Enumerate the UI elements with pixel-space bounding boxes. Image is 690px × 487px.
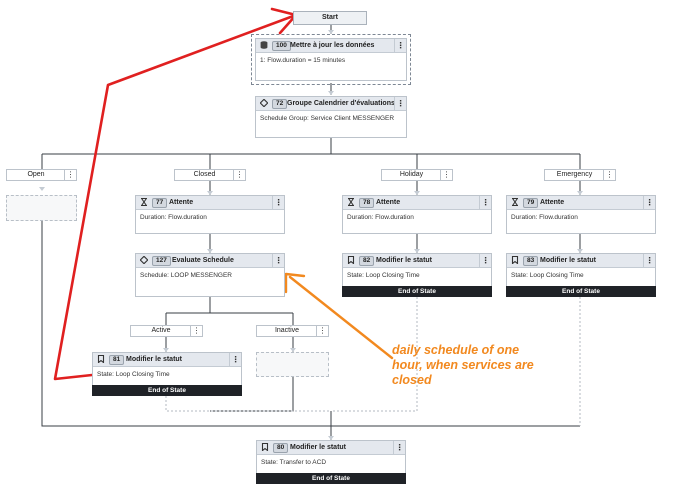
node-title: Attente xyxy=(376,199,401,206)
node-menu-button[interactable]: ⋮ xyxy=(479,196,491,209)
database-icon xyxy=(260,41,268,49)
orange-annotation-arrow xyxy=(284,272,394,360)
hourglass-icon xyxy=(141,198,147,206)
branch-open[interactable]: Open ⋮ xyxy=(6,169,77,181)
node-number-badge: 72 xyxy=(272,99,288,109)
annotation-line: hour, when services are xyxy=(392,358,534,372)
end-of-state-bar: End of State xyxy=(256,473,406,484)
branch-menu-button[interactable]: ⋮ xyxy=(316,326,328,336)
node-title: Modifier le statut xyxy=(540,257,597,264)
end-of-state-bar: End of State xyxy=(342,286,492,297)
node-body: Schedule: LOOP MESSENGER xyxy=(140,272,233,279)
start-node[interactable]: Start xyxy=(293,11,367,25)
node-body: Duration: Flow.duration xyxy=(140,214,207,221)
node-title: Attente xyxy=(540,199,565,206)
node-title: Groupe Calendrier d'évaluations xyxy=(287,100,395,107)
node-menu-button[interactable]: ⋮ xyxy=(272,254,284,267)
branch-active[interactable]: Active ⋮ xyxy=(130,325,203,337)
node-title: Modifier le statut xyxy=(126,356,183,363)
branch-label: Open xyxy=(27,171,45,178)
node-number-badge: 80 xyxy=(273,443,289,453)
end-of-state-bar: End of State xyxy=(506,286,656,297)
node-number-badge: 83 xyxy=(523,256,539,266)
node-body: State: Loop Closing Time xyxy=(347,272,420,279)
branch-menu-button[interactable]: ⋮ xyxy=(440,170,452,180)
diamond-icon xyxy=(140,256,148,264)
node-number-badge: 77 xyxy=(152,198,168,208)
node-number-badge: 81 xyxy=(109,355,125,365)
status-final-node[interactable]: 80 Modifier le statut ⋮ State: Transfer … xyxy=(256,440,406,484)
branch-menu-button[interactable]: ⋮ xyxy=(603,170,615,180)
hourglass-icon xyxy=(348,198,354,206)
node-number-badge: 127 xyxy=(152,256,171,266)
branch-label: Inactive xyxy=(274,327,300,334)
bookmark-icon xyxy=(347,256,355,264)
node-number-badge: 79 xyxy=(523,198,539,208)
branch-label: Active xyxy=(151,327,171,334)
node-body: Duration: Flow.duration xyxy=(511,214,578,221)
node-body: State: Loop Closing Time xyxy=(511,272,584,279)
open-empty-slot[interactable] xyxy=(6,195,77,221)
end-of-state-bar: End of State xyxy=(92,385,242,396)
node-menu-button[interactable]: ⋮ xyxy=(272,196,284,209)
node-number-badge: 78 xyxy=(359,198,375,208)
wait-emergency-node[interactable]: 79 Attente ⋮ Duration: Flow.duration xyxy=(506,195,656,234)
node-title: Evaluate Schedule xyxy=(172,257,234,264)
schedule-group-node[interactable]: 72 Groupe Calendrier d'évaluations ⋮ Sch… xyxy=(255,96,407,138)
inactive-empty-slot[interactable] xyxy=(256,352,329,377)
node-menu-button[interactable]: ⋮ xyxy=(393,441,405,454)
branch-label: Emergency xyxy=(556,171,593,178)
wait-holiday-node[interactable]: 78 Attente ⋮ Duration: Flow.duration xyxy=(342,195,492,234)
node-title: Modifier le statut xyxy=(376,257,433,264)
node-menu-button[interactable]: ⋮ xyxy=(229,353,241,366)
start-label: Start xyxy=(322,14,338,21)
node-menu-button[interactable]: ⋮ xyxy=(643,254,655,267)
node-body: Schedule Group: Service Client MESSENGER xyxy=(260,115,395,122)
bookmark-icon xyxy=(261,443,269,451)
branch-holiday[interactable]: Holiday ⋮ xyxy=(381,169,453,181)
node-menu-button[interactable]: ⋮ xyxy=(394,97,406,110)
node-menu-button[interactable]: ⋮ xyxy=(394,39,406,52)
annotation-text: daily schedule of one hour, when service… xyxy=(392,343,552,388)
node-number-badge: 100 xyxy=(272,41,291,51)
dashed-connector-active xyxy=(165,396,331,412)
wait-closed-node[interactable]: 77 Attente ⋮ Duration: Flow.duration xyxy=(135,195,285,234)
node-menu-button[interactable]: ⋮ xyxy=(643,196,655,209)
bookmark-icon xyxy=(511,256,519,264)
status-active-node[interactable]: 81 Modifier le statut ⋮ State: Loop Clos… xyxy=(92,352,242,396)
node-title: Mettre à jour les données xyxy=(290,42,375,49)
branch-closed[interactable]: Closed ⋮ xyxy=(174,169,246,181)
bookmark-icon xyxy=(97,355,105,363)
node-menu-button[interactable]: ⋮ xyxy=(479,254,491,267)
branch-label: Closed xyxy=(193,171,216,178)
status-emergency-node[interactable]: 83 Modifier le statut ⋮ State: Loop Clos… xyxy=(506,253,656,297)
branch-emergency[interactable]: Emergency ⋮ xyxy=(544,169,616,181)
branch-label: Holiday xyxy=(399,171,424,178)
node-number-badge: 82 xyxy=(359,256,375,266)
branch-menu-button[interactable]: ⋮ xyxy=(190,326,202,336)
node-body: State: Transfer to ACD xyxy=(261,459,327,466)
node-body: State: Loop Closing Time xyxy=(97,371,170,378)
branch-menu-button[interactable]: ⋮ xyxy=(64,170,76,180)
node-body: Duration: Flow.duration xyxy=(347,214,414,221)
node-body: 1: Flow.duration = 15 minutes xyxy=(260,57,346,64)
hourglass-icon xyxy=(512,198,518,206)
node-title: Attente xyxy=(169,199,194,206)
diamond-icon xyxy=(260,99,268,107)
status-holiday-node[interactable]: 82 Modifier le statut ⋮ State: Loop Clos… xyxy=(342,253,492,297)
branch-menu-button[interactable]: ⋮ xyxy=(233,170,245,180)
connector-open-down xyxy=(41,221,580,427)
update-data-node[interactable]: 100 Mettre à jour les données ⋮ 1: Flow.… xyxy=(255,38,407,81)
dashed-connector-holiday xyxy=(331,297,418,412)
annotation-line: closed xyxy=(392,373,432,387)
branch-inactive[interactable]: Inactive ⋮ xyxy=(256,325,329,337)
node-title: Modifier le statut xyxy=(290,444,347,451)
annotation-line: daily schedule of one xyxy=(392,343,520,357)
selection-outline xyxy=(251,34,411,85)
evaluate-schedule-node[interactable]: 127 Evaluate Schedule ⋮ Schedule: LOOP M… xyxy=(135,253,285,297)
